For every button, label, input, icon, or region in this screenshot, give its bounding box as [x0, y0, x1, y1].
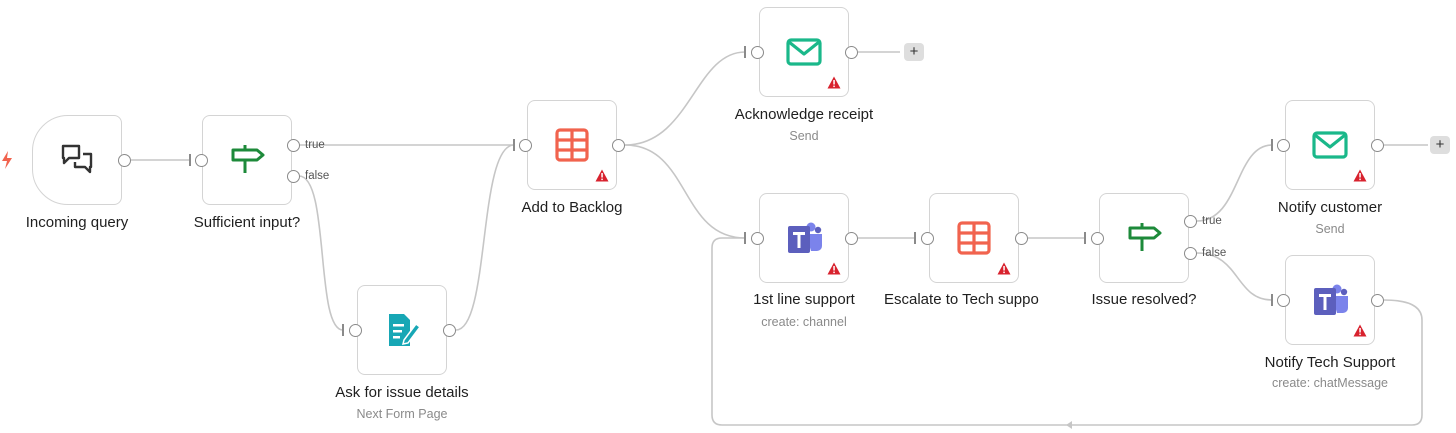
- branch-label-true: true: [305, 139, 325, 151]
- loop-arrow-icon: [1066, 421, 1072, 429]
- teams-icon: [1314, 284, 1348, 315]
- output-port-false[interactable]: [1184, 247, 1197, 260]
- email-icon: [786, 38, 822, 66]
- node-incoming-query[interactable]: [32, 115, 122, 205]
- edge-false-to-ask: [298, 175, 344, 331]
- node-notify-customer[interactable]: [1285, 100, 1375, 190]
- warning-icon: [1353, 169, 1367, 182]
- output-port[interactable]: [443, 324, 456, 337]
- trigger-bolt-icon: [2, 151, 12, 169]
- add-node-button[interactable]: +: [904, 43, 924, 61]
- output-port[interactable]: [845, 46, 858, 59]
- email-icon: [1312, 131, 1348, 159]
- output-port[interactable]: [845, 232, 858, 245]
- node-subtitle: create: channel: [761, 315, 847, 329]
- table-icon: [957, 221, 991, 255]
- input-port[interactable]: [349, 324, 362, 337]
- edge-ask-to-backlog: [455, 144, 515, 331]
- node-label: Notify Tech Support: [1264, 354, 1396, 371]
- teams-icon: [788, 222, 822, 253]
- edge-loop-back: [711, 237, 1423, 426]
- warning-icon: [827, 262, 841, 275]
- node-label: Sufficient input?: [193, 214, 301, 231]
- input-port[interactable]: [195, 154, 208, 167]
- node-label: Issue resolved?: [1091, 291, 1197, 308]
- add-node-button[interactable]: +: [1430, 136, 1450, 154]
- warning-icon: [827, 76, 841, 89]
- node-label: Acknowledge receipt: [734, 106, 874, 123]
- branch-label-false: false: [305, 170, 330, 182]
- output-port-true[interactable]: [1184, 215, 1197, 228]
- output-port-true[interactable]: [287, 139, 300, 152]
- node-label: Incoming query: [25, 214, 129, 231]
- node-add-backlog[interactable]: [527, 100, 617, 190]
- node-subtitle: Send: [789, 129, 819, 143]
- warning-icon: [595, 169, 609, 182]
- signpost-icon: [231, 145, 265, 173]
- node-subtitle: Next Form Page: [356, 407, 448, 421]
- output-port[interactable]: [1371, 139, 1384, 152]
- input-port[interactable]: [1277, 294, 1290, 307]
- node-subtitle: Send: [1315, 222, 1345, 236]
- node-label: Ask for issue details: [335, 384, 469, 401]
- output-port[interactable]: [612, 139, 625, 152]
- node-label: 1st line support: [753, 291, 855, 308]
- warning-icon: [1353, 324, 1367, 337]
- output-port[interactable]: [1371, 294, 1384, 307]
- input-port[interactable]: [1091, 232, 1104, 245]
- table-icon: [555, 128, 589, 162]
- input-port[interactable]: [751, 232, 764, 245]
- output-port[interactable]: [1015, 232, 1028, 245]
- input-port[interactable]: [1277, 139, 1290, 152]
- signpost-icon: [1128, 223, 1162, 251]
- node-ack-receipt[interactable]: [759, 7, 849, 97]
- node-issue-resolved[interactable]: [1099, 193, 1189, 283]
- output-port[interactable]: [118, 154, 131, 167]
- edge-backlog-to-ack: [624, 51, 746, 146]
- node-sufficient-input[interactable]: [202, 115, 292, 205]
- node-label: Add to Backlog: [521, 199, 623, 216]
- branch-label-true: true: [1202, 215, 1222, 227]
- form-edit-icon: [389, 314, 422, 346]
- node-label: Escalate to Tech suppo: [884, 291, 1039, 308]
- edge-false-to-notifytech: [1196, 252, 1273, 301]
- edge-true-to-notifycust: [1196, 144, 1273, 222]
- input-port[interactable]: [519, 139, 532, 152]
- chat-bubbles-icon: [61, 144, 93, 174]
- edge-backlog-to-firstline: [624, 144, 746, 239]
- input-port[interactable]: [921, 232, 934, 245]
- branch-label-false: false: [1202, 247, 1227, 259]
- node-subtitle: create: chatMessage: [1271, 376, 1389, 390]
- node-ask-details[interactable]: [357, 285, 447, 375]
- output-port-false[interactable]: [287, 170, 300, 183]
- warning-icon: [997, 262, 1011, 275]
- node-label: Notify customer: [1277, 199, 1383, 216]
- node-first-line-support[interactable]: [759, 193, 849, 283]
- node-notify-tech[interactable]: [1285, 255, 1375, 345]
- node-escalate[interactable]: [929, 193, 1019, 283]
- input-port[interactable]: [751, 46, 764, 59]
